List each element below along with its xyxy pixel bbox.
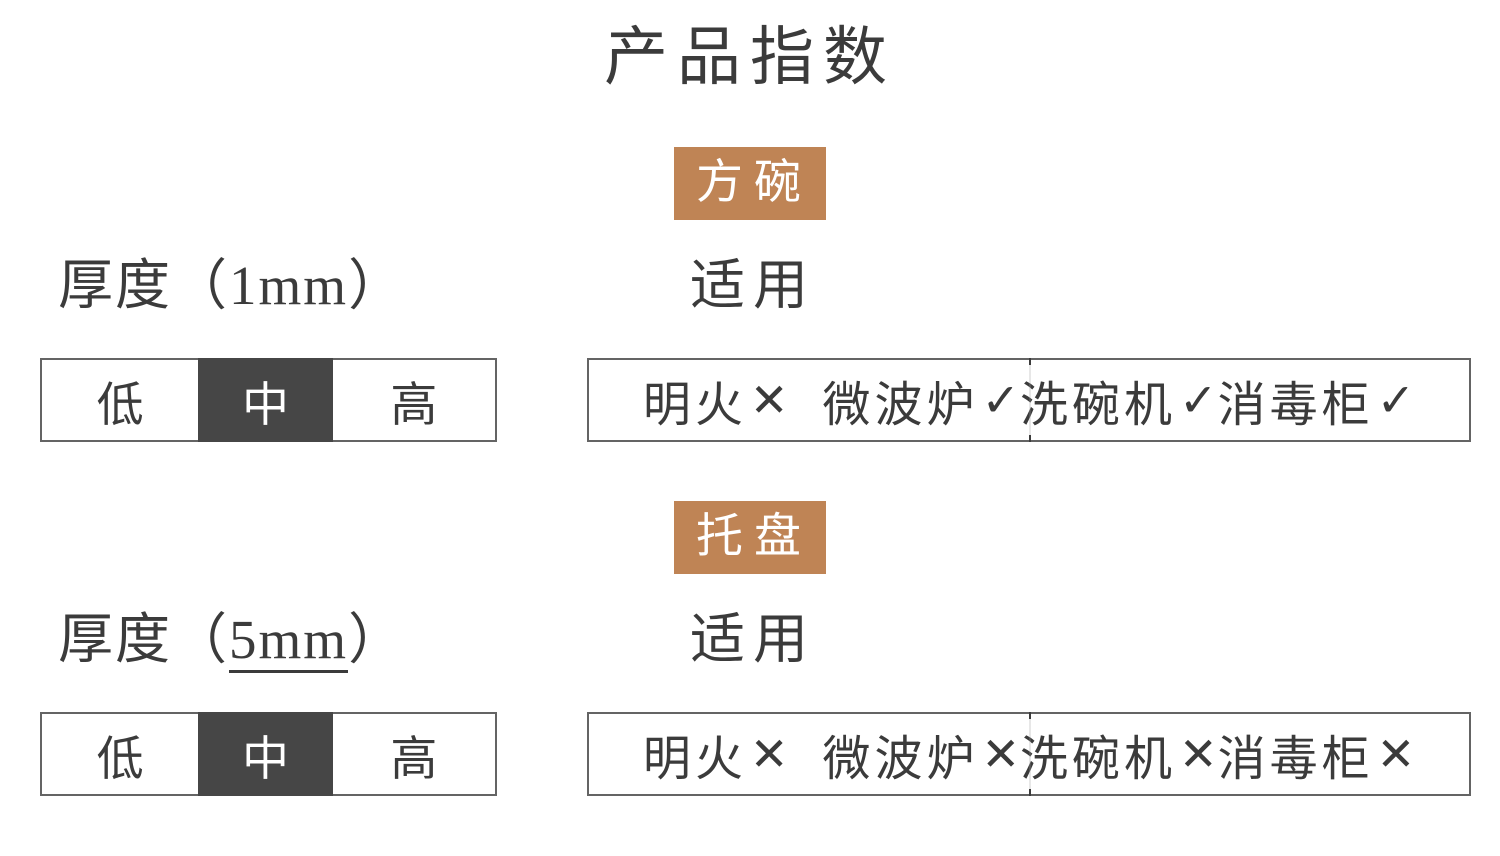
cross-mark-icon: ✕ — [1376, 727, 1416, 781]
thickness-level-bar-tray: 低 中 高 — [40, 712, 497, 796]
applicability-item: 洗碗机 ✕ — [1020, 719, 1218, 789]
check-mark-icon: ✓ — [981, 373, 1020, 427]
level-option-high: 高 — [390, 379, 438, 432]
applicability-item: 明火 ✕ — [643, 365, 789, 435]
level-option-medium-selected: 中 — [198, 358, 333, 442]
column-divider-line — [1029, 358, 1031, 442]
applicability-item: 消毒柜 ✓ — [1218, 365, 1416, 435]
applicability-item: 明火 ✕ — [643, 719, 789, 789]
cross-mark-icon: ✕ — [749, 727, 789, 781]
applicability-item: 微波炉 ✕ — [822, 719, 1020, 789]
check-mark-icon: ✓ — [1376, 373, 1416, 427]
thickness-label-tray: 厚度（5mm） — [58, 606, 405, 675]
applicability-item-label: 明火 — [642, 379, 747, 432]
thickness-value: 1mm — [229, 255, 349, 316]
column-divider-line — [1029, 712, 1031, 796]
applicability-item-label: 消毒柜 — [1217, 733, 1374, 786]
thickness-prefix: 厚度（ — [58, 609, 230, 670]
applicable-label-tray: 适用 — [690, 609, 817, 670]
applicability-item: 消毒柜 ✕ — [1218, 719, 1416, 789]
category-badge-bowl: 方碗 — [674, 147, 826, 220]
cross-mark-icon: ✕ — [749, 373, 789, 427]
thickness-suffix: ） — [348, 609, 406, 670]
applicability-box-bowl: 明火 ✕ 微波炉 ✓ 洗碗机 ✓ 消毒柜 ✓ — [587, 358, 1471, 442]
thickness-prefix: 厚度（ — [58, 255, 230, 316]
level-option-low: 低 — [96, 733, 144, 786]
applicability-item-label: 洗碗机 — [1020, 733, 1177, 786]
thickness-suffix: ） — [348, 255, 406, 316]
thickness-value: 5mm — [229, 609, 349, 673]
cross-mark-icon: ✕ — [1179, 727, 1218, 781]
applicability-item-label: 洗碗机 — [1020, 379, 1177, 432]
applicability-item-label: 微波炉 — [822, 379, 979, 432]
thickness-label-bowl: 厚度（1mm） — [58, 252, 405, 321]
page-title: 产品指数 — [604, 22, 896, 93]
thickness-level-bar-bowl: 低 中 高 — [40, 358, 497, 442]
level-option-low: 低 — [96, 379, 144, 432]
applicability-item: 微波炉 ✓ — [822, 365, 1020, 435]
applicability-box-tray: 明火 ✕ 微波炉 ✕ 洗碗机 ✕ 消毒柜 ✕ — [587, 712, 1471, 796]
applicability-item-label: 明火 — [642, 733, 747, 786]
applicability-item-label: 微波炉 — [822, 733, 979, 786]
applicability-item-label: 消毒柜 — [1217, 379, 1374, 432]
category-badge-tray: 托盘 — [674, 501, 826, 574]
cross-mark-icon: ✕ — [981, 727, 1020, 781]
applicable-label-bowl: 适用 — [690, 255, 817, 316]
check-mark-icon: ✓ — [1179, 373, 1218, 427]
level-option-medium-selected: 中 — [198, 712, 333, 796]
level-option-high: 高 — [390, 733, 438, 786]
applicability-item: 洗碗机 ✓ — [1020, 365, 1218, 435]
